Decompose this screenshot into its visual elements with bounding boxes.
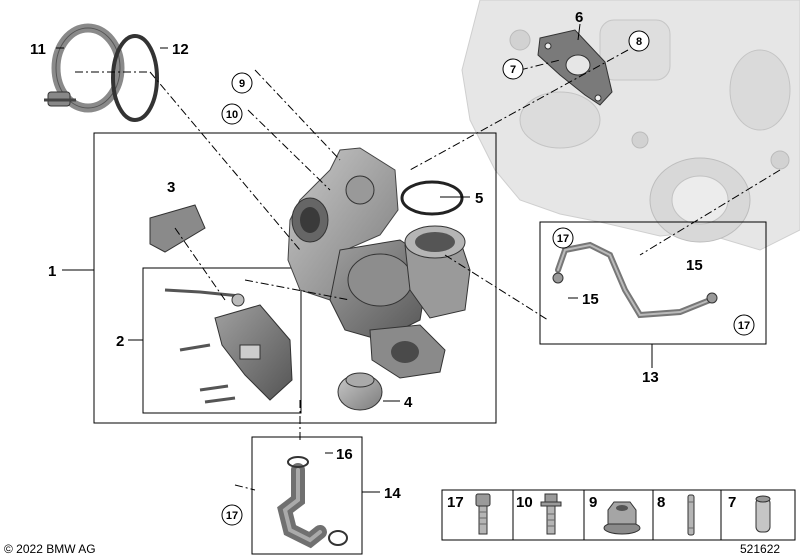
legend-number: 17 <box>447 494 464 511</box>
callout-3: 3 <box>167 179 175 196</box>
legend-item-10: 10 <box>516 493 562 535</box>
callout-16: 16 <box>336 446 353 463</box>
oil-line-part <box>539 221 767 345</box>
pressure-valve-part <box>337 372 383 411</box>
callout-4: 4 <box>404 394 413 411</box>
callout-15-upper: 15 <box>686 257 703 274</box>
leader-lines <box>75 49 781 491</box>
svg-text:9: 9 <box>239 78 245 90</box>
exhaust-gasket-part <box>537 29 613 106</box>
legend-item-17: 17 <box>447 493 491 535</box>
legend-number: 10 <box>516 494 533 511</box>
legend-number: 8 <box>657 494 665 511</box>
oil-return-line-part <box>251 436 363 555</box>
svg-text:17: 17 <box>557 233 569 245</box>
circled-callout-8: 8 <box>628 30 650 52</box>
flange-nut-icon <box>603 501 641 535</box>
dowel-sleeve-icon <box>755 495 771 533</box>
callout-1: 1 <box>48 263 56 280</box>
legend-item-8: 8 <box>657 494 695 536</box>
circled-callout-10: 10 <box>221 103 243 125</box>
circled-callout-17-top: 17 <box>552 227 574 249</box>
svg-text:17: 17 <box>226 510 238 522</box>
svg-text:10: 10 <box>226 109 238 121</box>
callout-2: 2 <box>116 333 124 350</box>
callout-6: 6 <box>575 9 583 26</box>
diagram-id: 521622 <box>740 542 780 556</box>
turbocharger-part <box>287 147 471 379</box>
legend-item-9: 9 <box>589 494 641 535</box>
hex-socket-bolt-icon <box>475 493 491 535</box>
copyright-text: © 2022 BMW AG <box>4 542 96 556</box>
svg-text:8: 8 <box>636 36 642 48</box>
svg-text:7: 7 <box>510 64 516 76</box>
stud-bolt-icon <box>687 494 695 536</box>
legend-item-7: 7 <box>728 494 771 533</box>
o-ring-12-part <box>111 34 159 122</box>
callout-leaders <box>56 23 653 493</box>
wastegate-actuator-part <box>164 288 293 404</box>
callout-15-lower: 15 <box>582 291 599 308</box>
callout-13: 13 <box>642 369 659 386</box>
v-band-clamp-part <box>44 23 125 113</box>
circled-callout-9: 9 <box>231 72 253 94</box>
callout-12: 12 <box>172 41 189 58</box>
assembly-box-1 <box>93 132 497 424</box>
circled-callout-17-bottom: 17 <box>221 504 243 526</box>
legend-number: 7 <box>728 494 736 511</box>
legend-number: 9 <box>589 494 597 511</box>
callout-11: 11 <box>30 41 46 58</box>
circled-callout-17-right: 17 <box>733 314 755 336</box>
circled-callout-7: 7 <box>502 58 524 80</box>
callout-5: 5 <box>475 190 483 207</box>
svg-text:17: 17 <box>738 320 750 332</box>
heat-shield-part <box>149 204 206 253</box>
fastener-legend: 17 10 9 <box>441 489 796 541</box>
flange-bolt-icon <box>540 493 562 535</box>
seal-ring-5-part <box>400 180 464 216</box>
callout-14: 14 <box>384 485 401 502</box>
